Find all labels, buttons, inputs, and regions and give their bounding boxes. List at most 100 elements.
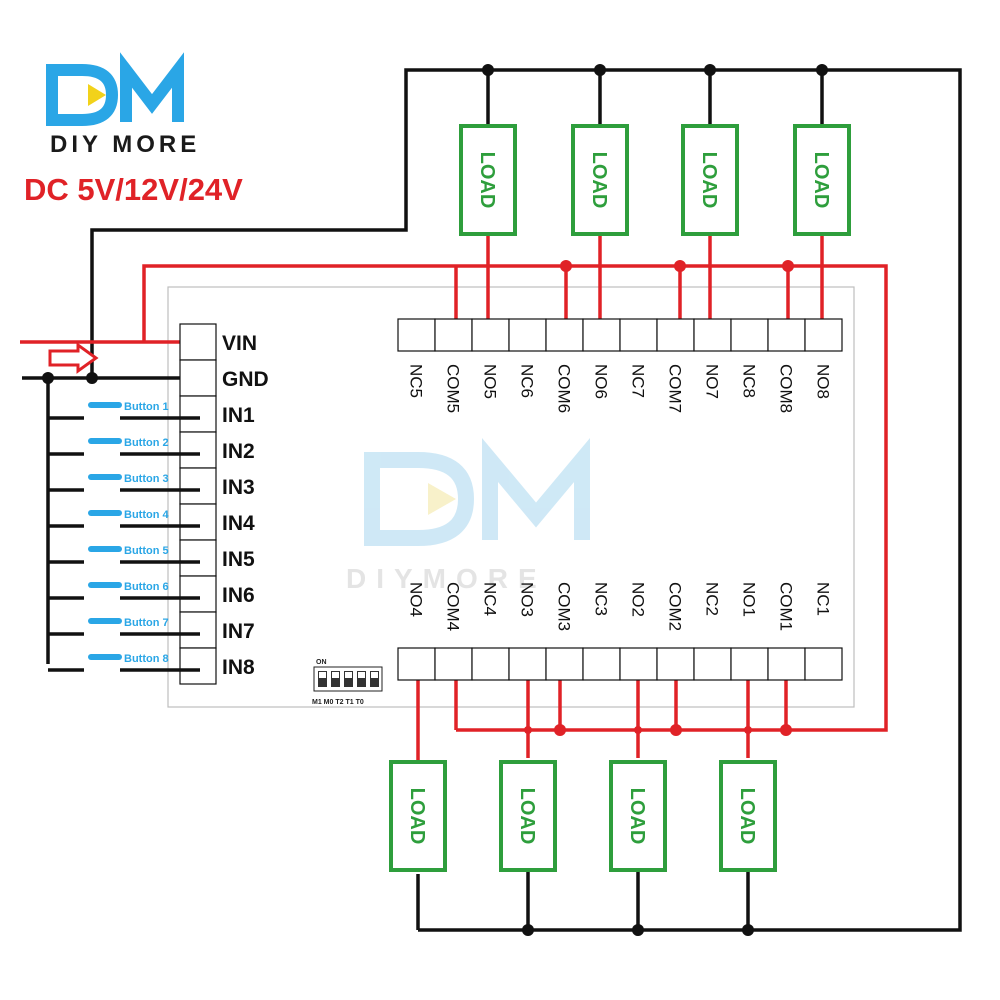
dip-switch-labels: M1 M0 T2 T1 T0 [312, 699, 364, 706]
terminal-nc4 [471, 647, 510, 681]
load-top-2 [571, 124, 629, 236]
relay-module-board [167, 286, 855, 708]
terminal-label-no8: NO8 [814, 364, 833, 399]
terminal-label-com4: COM4 [444, 582, 463, 631]
pin-label-in6: IN6 [222, 584, 255, 607]
button-label-6: Button 6 [124, 581, 169, 593]
pin-label-in5: IN5 [222, 548, 255, 571]
push-button-7 [88, 618, 122, 624]
load-bottom-1 [389, 760, 447, 872]
terminal-in5 [179, 539, 217, 577]
terminal-label-com8: COM8 [777, 364, 796, 413]
load-label-top-1: LOAD [476, 152, 498, 209]
load-label-top-4: LOAD [810, 152, 832, 209]
terminal-label-com3: COM3 [555, 582, 574, 631]
button-label-4: Button 4 [124, 509, 169, 521]
button-label-2: Button 2 [124, 437, 169, 449]
load-bottom-2 [499, 760, 557, 872]
terminal-nc8 [730, 318, 769, 352]
load-top-3 [681, 124, 739, 236]
push-button-8 [88, 654, 122, 660]
push-button-5 [88, 546, 122, 552]
load-label-top-2: LOAD [588, 152, 610, 209]
terminal-nc3 [582, 647, 621, 681]
brand-name: DIY MORE [50, 131, 200, 158]
terminal-label-nc4: NC4 [481, 582, 500, 616]
black-junctions [42, 64, 828, 936]
push-button-2 [88, 438, 122, 444]
power-input-arrow [48, 342, 99, 374]
terminal-label-no1: NO1 [740, 582, 759, 617]
terminal-gnd [179, 359, 217, 397]
pin-label-vin: VIN [222, 332, 257, 355]
terminal-com5 [434, 318, 473, 352]
button-label-8: Button 8 [124, 653, 169, 665]
terminal-nc1 [804, 647, 843, 681]
terminal-no2 [619, 647, 658, 681]
button-label-3: Button 3 [124, 473, 169, 485]
load-bottom-4 [719, 760, 777, 872]
terminal-label-com7: COM7 [666, 364, 685, 413]
brand-logo: DIY MORE [46, 52, 200, 158]
pin-label-gnd: GND [222, 368, 269, 391]
pin-label-in1: IN1 [222, 404, 255, 427]
terminal-label-no5: NO5 [481, 364, 500, 399]
terminal-no8 [804, 318, 843, 352]
terminal-label-no2: NO2 [629, 582, 648, 617]
terminal-no1 [730, 647, 769, 681]
terminal-nc5 [397, 318, 436, 352]
pin-label-in2: IN2 [222, 440, 255, 463]
terminal-label-nc7: NC7 [629, 364, 648, 398]
terminal-com7 [656, 318, 695, 352]
terminal-label-no3: NO3 [518, 582, 537, 617]
terminal-label-nc6: NC6 [518, 364, 537, 398]
pin-label-in3: IN3 [222, 476, 255, 499]
terminal-label-nc5: NC5 [407, 364, 426, 398]
terminal-label-com1: COM1 [777, 582, 796, 631]
terminal-com8 [767, 318, 806, 352]
terminal-com6 [545, 318, 584, 352]
terminal-label-no4: NO4 [407, 582, 426, 617]
terminal-nc2 [693, 647, 732, 681]
terminal-label-nc1: NC1 [814, 582, 833, 616]
watermark: DIYMORE [346, 437, 590, 594]
pin-label-in7: IN7 [222, 620, 255, 643]
load-label-bottom-1: LOAD [406, 788, 428, 845]
terminal-nc6 [508, 318, 547, 352]
load-top-4 [793, 124, 851, 236]
terminal-label-no6: NO6 [592, 364, 611, 399]
terminal-in4 [179, 503, 217, 541]
terminal-no5 [471, 318, 510, 352]
terminal-no4 [397, 647, 436, 681]
red-wiring [20, 232, 888, 768]
terminal-label-nc2: NC2 [703, 582, 722, 616]
terminal-in2 [179, 431, 217, 469]
dip-switch: ON M1 M0 T2 T1 T0 [312, 659, 383, 706]
button-label-5: Button 5 [124, 545, 169, 557]
push-button-6 [88, 582, 122, 588]
terminal-in8 [179, 647, 217, 685]
terminal-in6 [179, 575, 217, 613]
terminal-label-com2: COM2 [666, 582, 685, 631]
load-label-bottom-2: LOAD [516, 788, 538, 845]
button-label-7: Button 7 [124, 617, 169, 629]
terminal-no3 [508, 647, 547, 681]
terminal-label-com6: COM6 [555, 364, 574, 413]
terminal-label-nc8: NC8 [740, 364, 759, 398]
push-button-1 [88, 402, 122, 408]
button-label-1: Button 1 [124, 401, 169, 413]
terminal-in1 [179, 395, 217, 433]
terminal-in3 [179, 467, 217, 505]
dip-on-label: ON [316, 659, 327, 666]
terminal-com4 [434, 647, 473, 681]
terminal-com1 [767, 647, 806, 681]
terminal-no7 [693, 318, 732, 352]
watermark-brand: DIYMORE [346, 563, 547, 594]
push-button-3 [88, 474, 122, 480]
terminal-vin [179, 323, 217, 361]
terminal-label-com5: COM5 [444, 364, 463, 413]
load-label-bottom-4: LOAD [736, 788, 758, 845]
